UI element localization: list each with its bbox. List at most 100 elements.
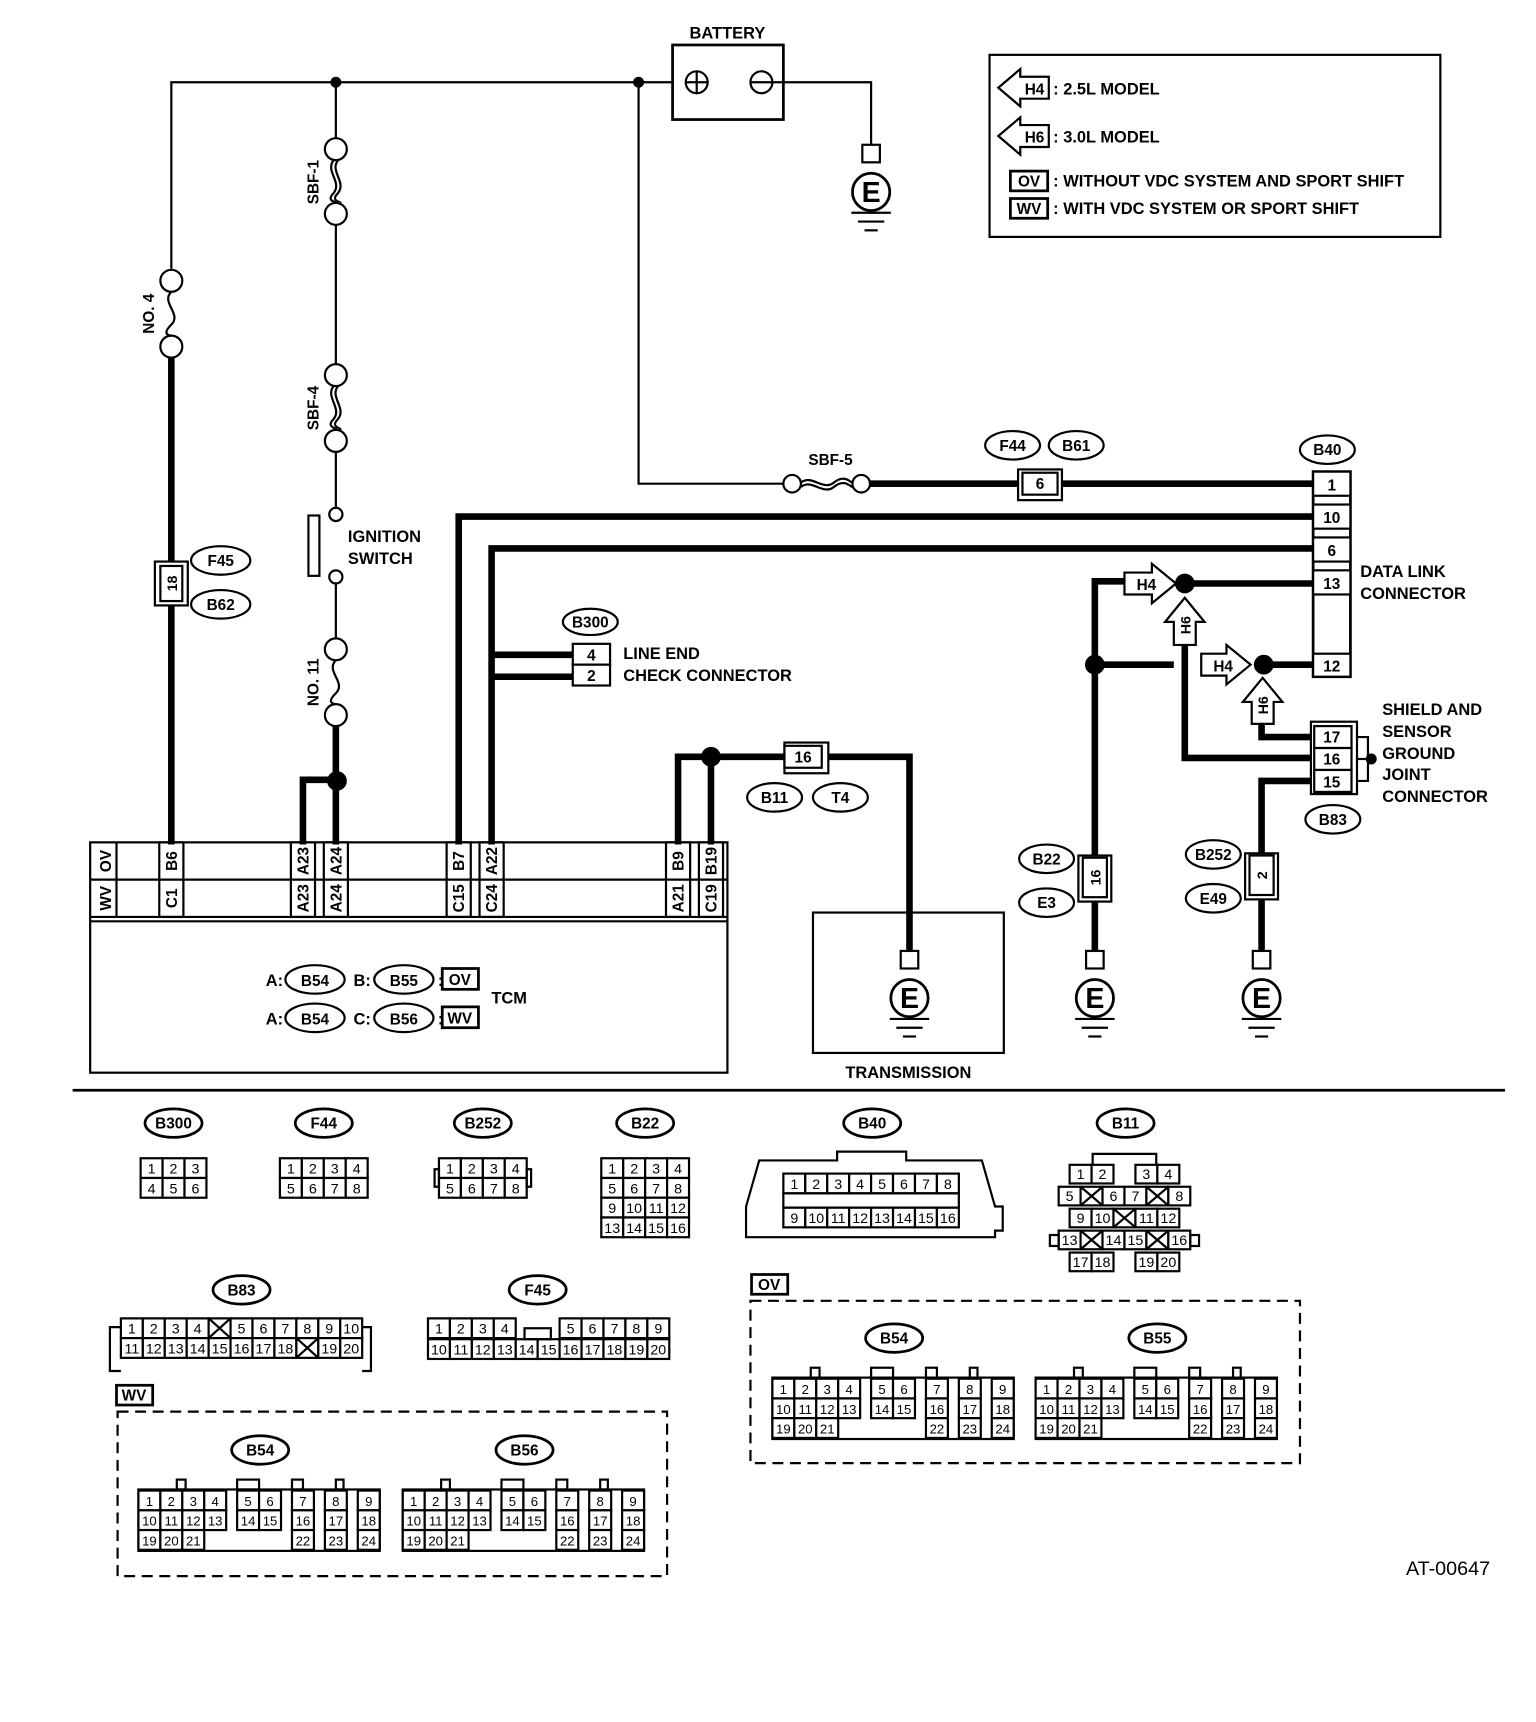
pin-number: 9 <box>790 1211 798 1227</box>
pin-number: 15 <box>212 1341 228 1357</box>
pin-number: 13 <box>604 1221 620 1237</box>
ground-label: E <box>1085 983 1104 1015</box>
pin-number: 4 <box>846 1382 853 1397</box>
pin-number: 11 <box>798 1402 812 1417</box>
pin-number: 15 <box>527 1514 542 1529</box>
b40-pin: 13 <box>1323 576 1340 593</box>
pin-number: 11 <box>1062 1402 1076 1417</box>
figure-id: AT-00647 <box>1406 1558 1490 1580</box>
junction-dot <box>1253 654 1274 675</box>
tcm-key-label: C: <box>353 1010 370 1028</box>
pin-number: 2 <box>812 1177 820 1193</box>
pin-number: 15 <box>918 1211 934 1227</box>
tcm-pin: B6 <box>164 851 181 871</box>
pin-number: 2 <box>468 1162 476 1178</box>
pin-number: 12 <box>475 1343 491 1359</box>
pin-number: 2 <box>309 1162 317 1178</box>
pin-number: 3 <box>834 1177 842 1193</box>
pin-number: 7 <box>331 1181 339 1197</box>
junction-dot <box>330 76 342 88</box>
pin-number: 12 <box>450 1514 465 1529</box>
h4-arrow-icon <box>1200 642 1253 687</box>
pin-number: 6 <box>531 1494 538 1509</box>
pin-number: 3 <box>331 1162 339 1178</box>
h6-arrow-icon <box>1162 596 1207 647</box>
tcm-pin: A23 <box>295 884 312 912</box>
connector-f45-tag: F45 <box>207 553 234 570</box>
pin-number: 10 <box>431 1343 447 1359</box>
tcm-pin: C19 <box>703 884 720 912</box>
pin-number: 16 <box>1171 1233 1187 1249</box>
pin-number: 17 <box>329 1514 344 1529</box>
pin-number: 12 <box>1160 1211 1176 1227</box>
pin-number: 14 <box>505 1514 520 1529</box>
pin-number: 19 <box>1138 1255 1154 1271</box>
pin-number: 19 <box>776 1422 791 1437</box>
pin-number: 11 <box>1139 1211 1154 1227</box>
pin-number: 6 <box>191 1181 199 1197</box>
f45-b62-pin: 18 <box>165 576 181 592</box>
pin-number: 8 <box>1175 1189 1183 1205</box>
pin-number: 20 <box>650 1343 666 1359</box>
legend-h4: H4 : 2.5L MODEL <box>996 66 1160 109</box>
pin-number: 16 <box>560 1514 575 1529</box>
pin-number: 12 <box>146 1341 162 1357</box>
pin-number: 16 <box>296 1514 311 1529</box>
pin-number: 16 <box>1193 1402 1208 1417</box>
fuse-no11-label: NO. 11 <box>305 658 322 706</box>
pin-number: 22 <box>1193 1422 1208 1437</box>
pin-number: 8 <box>632 1322 640 1338</box>
pin-number: 19 <box>1039 1422 1054 1437</box>
fuse-no11: NO. 11 <box>305 637 348 728</box>
pin-number: 9 <box>1077 1211 1085 1227</box>
pin-number: 13 <box>1062 1233 1078 1249</box>
inline-connector-b11-t4: 16 B11 T4 <box>746 741 869 813</box>
pin-number: 5 <box>446 1181 454 1197</box>
pin-number: 16 <box>930 1402 945 1417</box>
fuse-sbf1: SBF-1 <box>305 137 348 226</box>
junction-dot <box>1084 654 1105 675</box>
connector-tag: B56 <box>510 1442 538 1459</box>
legend-wv-text: : WITH VDC SYSTEM OR SPORT SHIFT <box>1053 200 1359 218</box>
pin-number: 13 <box>208 1514 223 1529</box>
inline-connector-b252-e49: 2 B252 E49 <box>1184 839 1280 914</box>
b40-pin: 6 <box>1327 543 1336 560</box>
line-end-check-label-2: CHECK CONNECTOR <box>623 667 792 685</box>
tcm-pin: C24 <box>484 884 501 913</box>
tcm-pin: A23 <box>295 847 312 875</box>
connector-tag: B40 <box>858 1116 886 1133</box>
b83-pin: 16 <box>1323 751 1340 768</box>
pin-number: 10 <box>808 1211 824 1227</box>
pin-number: 23 <box>329 1533 344 1548</box>
pin-number: 20 <box>1061 1422 1076 1437</box>
pin-number: 13 <box>497 1343 513 1359</box>
shield-joint-label: SHIELD AND <box>1382 701 1482 719</box>
pin-number: 19 <box>321 1341 337 1357</box>
pin-number: 20 <box>343 1341 359 1357</box>
pin-number: 18 <box>1095 1255 1111 1271</box>
pin-number: 4 <box>476 1494 483 1509</box>
tcm-key-label: A: <box>266 972 283 990</box>
legend-ov: OV : WITHOUT VDC SYSTEM AND SPORT SHIFT <box>1009 169 1404 193</box>
connector-tag: B83 <box>227 1282 255 1299</box>
pin-number: 18 <box>626 1514 641 1529</box>
legend-h4-tag: H4 <box>1025 81 1045 98</box>
pin-number: 2 <box>457 1322 465 1338</box>
pin-number: 15 <box>1160 1402 1175 1417</box>
pin-number: 10 <box>776 1402 791 1417</box>
ov-tag: OV <box>449 972 472 989</box>
b22-e3-pin: 16 <box>1088 869 1104 885</box>
pin-number: 22 <box>296 1533 311 1548</box>
h6-tag: H6 <box>1256 696 1272 714</box>
connector-f44-tag: F44 <box>999 438 1026 455</box>
connector-b11-tag: B11 <box>761 790 789 807</box>
inline-connector-f44-b61: 6 F44 B61 <box>984 429 1105 502</box>
h4-tag: H4 <box>1213 658 1233 675</box>
pin-number: 9 <box>629 1494 636 1509</box>
pin-number: 4 <box>212 1494 219 1509</box>
pin-number: 5 <box>878 1177 886 1193</box>
